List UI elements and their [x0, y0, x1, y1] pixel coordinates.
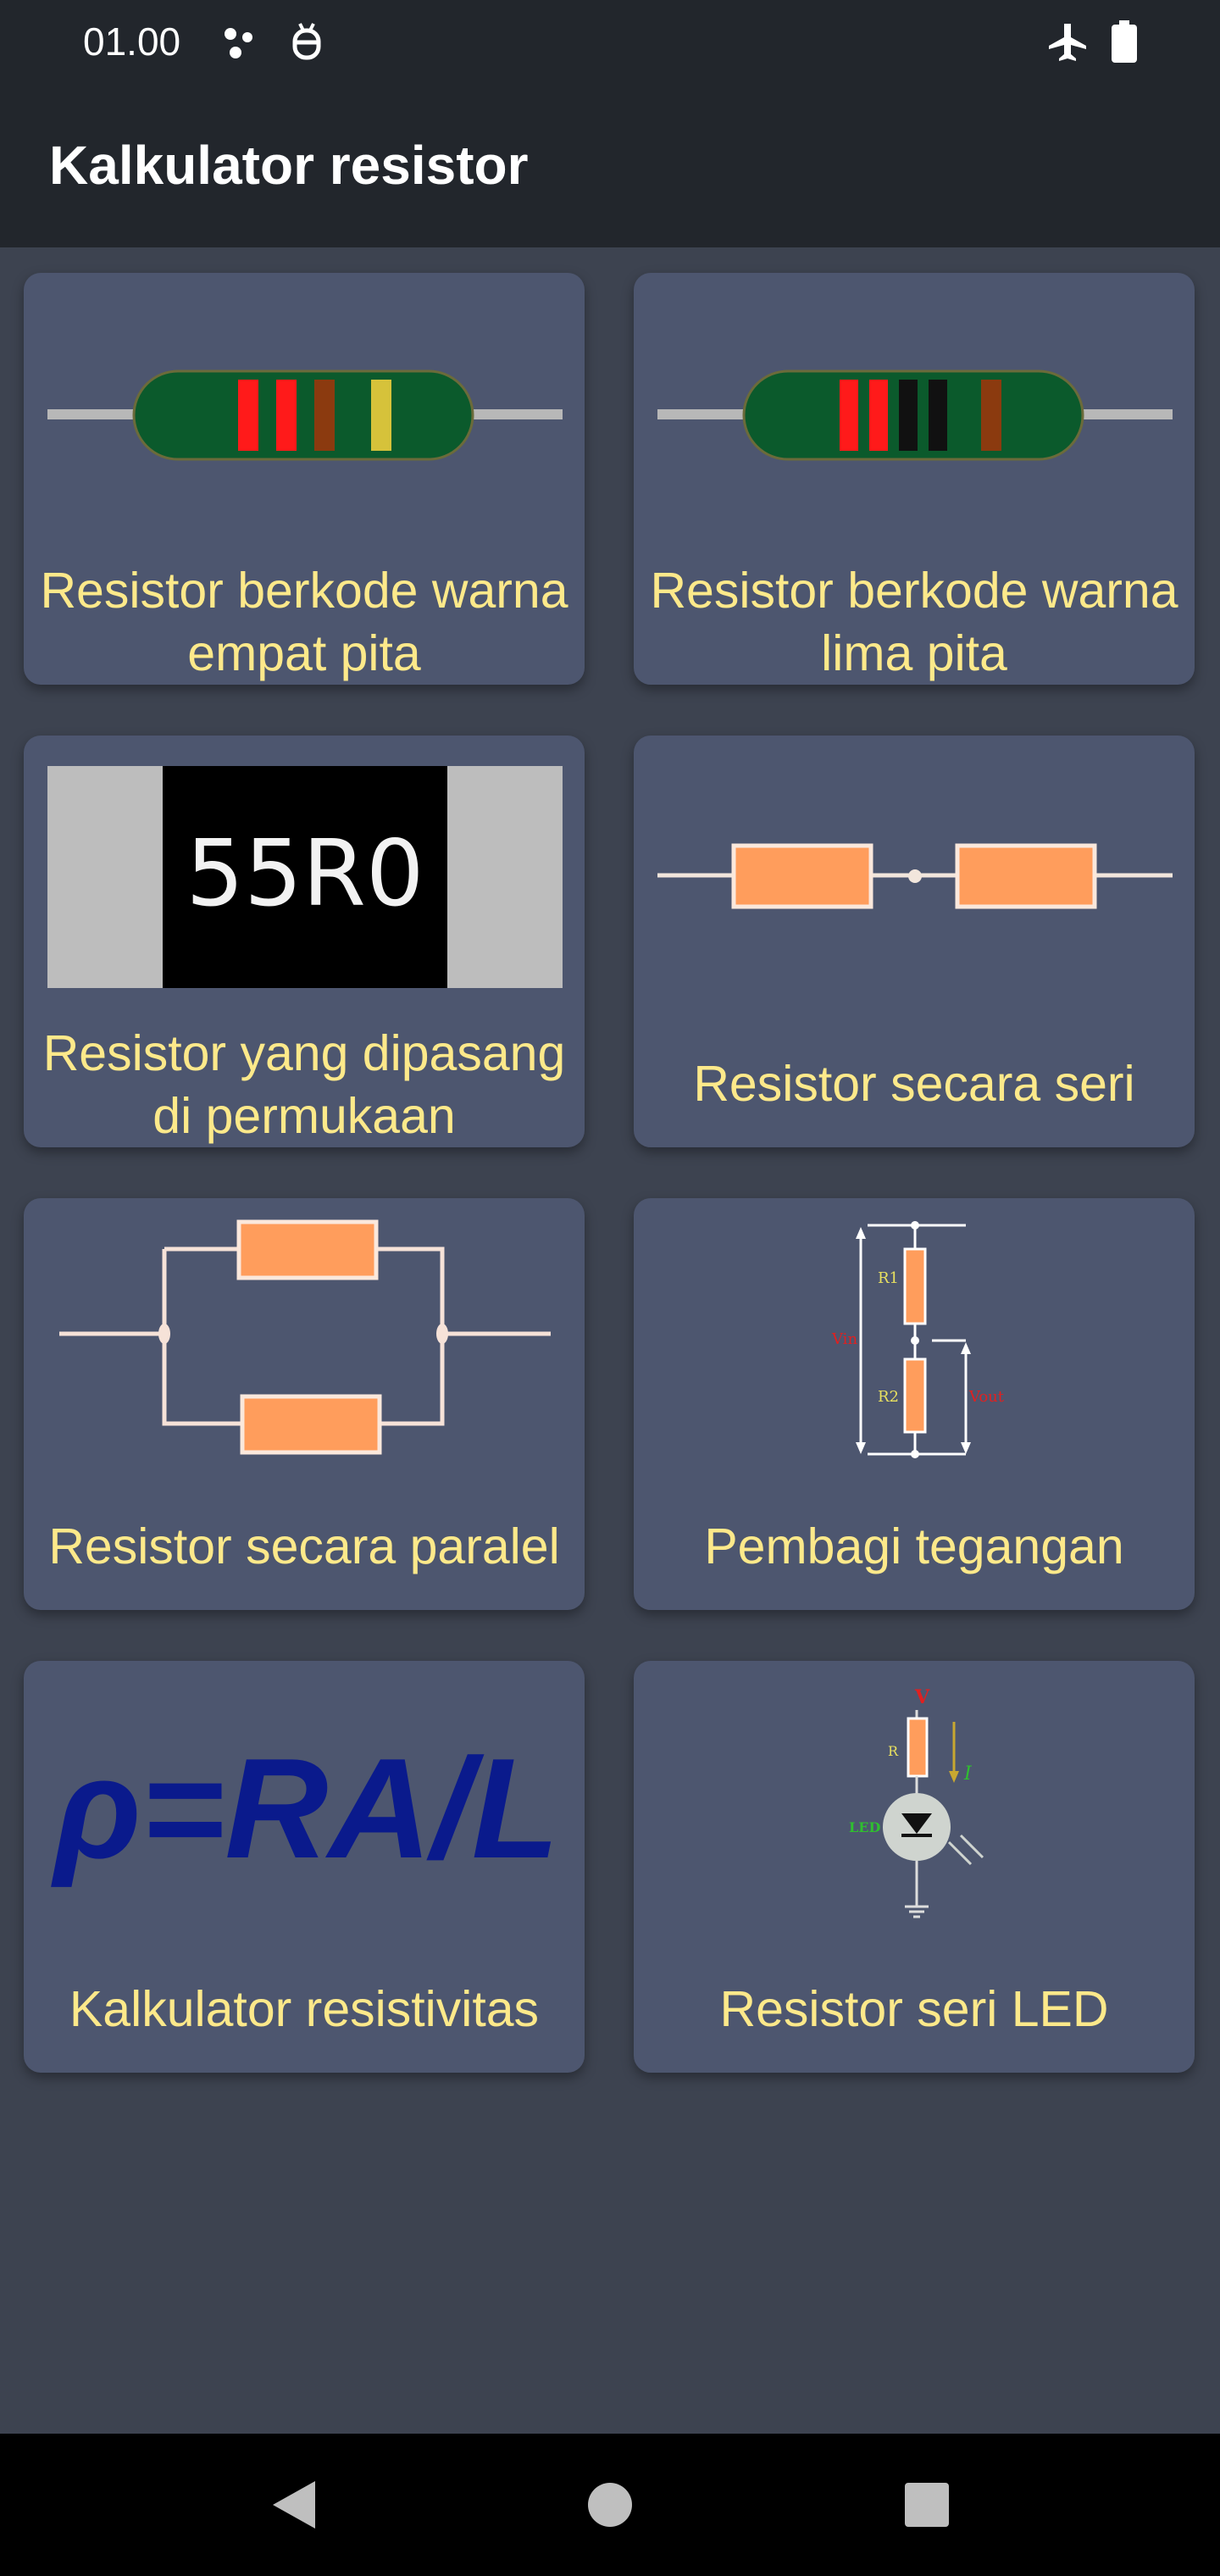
airplane-mode-icon — [1049, 24, 1086, 61]
card-label: Resistor secara paralel — [48, 1518, 560, 1574]
parallel-resistor-icon — [59, 1219, 551, 1455]
svg-text:R1: R1 — [878, 1269, 899, 1287]
card-smd-resistor[interactable]: 55R0 Resistor yang dipasang di permukaan — [24, 736, 585, 1147]
battery-icon — [1112, 20, 1137, 63]
card-label: Resistor berkode warna lima pita — [650, 563, 1178, 681]
five-band-resistor-icon — [657, 369, 1173, 461]
smd-code: 55R0 — [186, 821, 424, 927]
card-resistivity[interactable]: ρ=RA/L Kalkulator resistivitas — [24, 1661, 585, 2073]
card-five-band-resistor[interactable]: Resistor berkode warna lima pita — [634, 273, 1195, 685]
home-icon[interactable] — [568, 2434, 652, 2576]
status-bar: 01.00 — [0, 0, 1220, 85]
card-label: Pembagi tegangan — [704, 1518, 1124, 1574]
card-label: Resistor berkode warna empat pita — [40, 563, 568, 681]
svg-text:I: I — [963, 1763, 973, 1785]
card-label: Resistor secara seri — [693, 1056, 1135, 1112]
card-series-resistor[interactable]: Resistor secara seri — [634, 736, 1195, 1147]
formula-text: ρ=RA/L — [51, 1729, 559, 1888]
series-resistor-icon — [657, 843, 1173, 909]
four-band-resistor-icon — [47, 369, 563, 461]
svg-text:LED: LED — [849, 1819, 880, 1835]
resistivity-formula-icon: ρ=RA/L — [51, 1729, 559, 1888]
card-label: Kalkulator resistivitas — [69, 1981, 540, 2037]
led-series-resistor-icon: V R I LED — [849, 1686, 984, 1918]
svg-text:R2: R2 — [878, 1388, 899, 1406]
card-voltage-divider[interactable]: R1 R2 Vin Vout Pembagi tegangan — [634, 1198, 1195, 1610]
app-bar: Kalkulator resistor — [0, 85, 1220, 247]
svg-text:Vin: Vin — [831, 1330, 857, 1348]
svg-text:R: R — [888, 1743, 899, 1759]
navigation-bar — [0, 2434, 1220, 2576]
bug-icon — [292, 23, 321, 60]
recents-icon[interactable] — [884, 2434, 969, 2576]
card-four-band-resistor[interactable]: Resistor berkode warna empat pita — [24, 273, 585, 685]
voltage-divider-icon: R1 R2 Vin Vout — [831, 1221, 1005, 1458]
card-label: Resistor yang dipasang di permukaan — [42, 1025, 566, 1144]
app-title: Kalkulator resistor — [49, 135, 529, 196]
card-led-series-resistor[interactable]: V R I LED Resistor seri LED — [634, 1661, 1195, 2073]
status-time: 01.00 — [83, 19, 181, 64]
assistant-dots-icon — [225, 28, 252, 58]
svg-text:Vout: Vout — [968, 1388, 1005, 1406]
card-label: Resistor seri LED — [719, 1981, 1109, 2037]
smd-resistor-icon: 55R0 — [47, 766, 563, 988]
back-icon[interactable] — [254, 2434, 339, 2576]
card-parallel-resistor[interactable]: Resistor secara paralel — [24, 1198, 585, 1610]
svg-text:V: V — [914, 1686, 930, 1708]
